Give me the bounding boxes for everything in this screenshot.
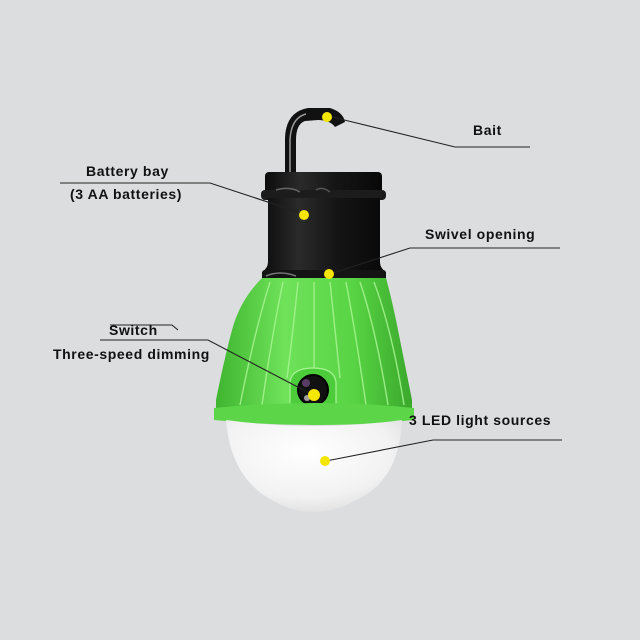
marker-led [320, 456, 330, 466]
markers [299, 112, 334, 466]
callout-swivel-opening: Swivel opening [425, 226, 536, 242]
callout-switch: Switch [109, 322, 158, 338]
green-body [214, 278, 414, 425]
callout-led-sources: 3 LED light sources [409, 412, 552, 428]
marker-battery [299, 210, 309, 220]
callout-bait: Bait [473, 122, 502, 138]
marker-switch [308, 389, 320, 401]
battery-cap [261, 172, 386, 279]
marker-swivel [324, 269, 334, 279]
marker-bait [322, 112, 332, 122]
hook [285, 108, 345, 180]
callout-switch-detail: Three-speed dimming [53, 346, 210, 362]
led-diffuser [226, 420, 402, 512]
leader-lines [60, 116, 562, 462]
callout-battery-bay: Battery bay [86, 163, 169, 179]
callout-battery-detail: (3 AA batteries) [70, 186, 183, 202]
